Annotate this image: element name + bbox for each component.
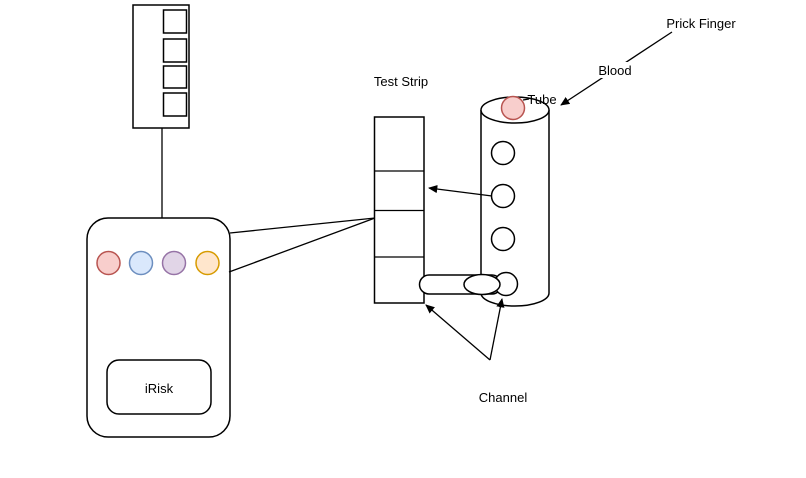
- prick-finger-label: Prick Finger: [666, 16, 736, 31]
- cartridge-slot-1: [162, 9, 188, 34]
- device-button-blue: [128, 250, 154, 276]
- test-strip: Test Strip: [373, 74, 428, 304]
- channel-arrow-right: [489, 298, 505, 361]
- tube-to-strip-arrow: [428, 184, 493, 197]
- device-strip-connector-lower: [228, 217, 376, 273]
- device-button-red: [96, 250, 121, 276]
- tube-sample-hole-2: [490, 183, 516, 209]
- test-strip-label: Test Strip: [374, 74, 428, 89]
- cartridge-slot-2: [162, 38, 188, 63]
- cartridge-slot-3: [162, 65, 188, 89]
- blood-label: Blood: [598, 63, 631, 78]
- tube-label: Tube: [527, 92, 556, 107]
- blood-tube: Tube: [480, 92, 557, 307]
- device-strip-connector-upper: [229, 217, 376, 234]
- irisk-device: iRisk: [86, 217, 376, 438]
- blood-drop: [500, 95, 526, 121]
- irisk-label: iRisk: [145, 381, 174, 396]
- irisk-screen: [106, 359, 212, 415]
- annotation-labels: Prick Finger Blood Channel: [479, 16, 737, 405]
- channel-label: Channel: [479, 390, 528, 405]
- channel-shapes: [418, 271, 519, 297]
- channel-ellipse: [463, 273, 501, 296]
- cartridge-unit: [132, 4, 190, 218]
- device-button-purple: [161, 250, 187, 276]
- cartridge-slot-4: [162, 92, 188, 117]
- device-button-orange: [195, 250, 220, 276]
- tube-sample-hole-1: [490, 140, 516, 166]
- tube-sample-hole-3: [490, 226, 516, 252]
- channel-arrow-left: [425, 304, 491, 361]
- blood-label-background: [595, 62, 635, 78]
- tube-label-connector: [522, 98, 530, 101]
